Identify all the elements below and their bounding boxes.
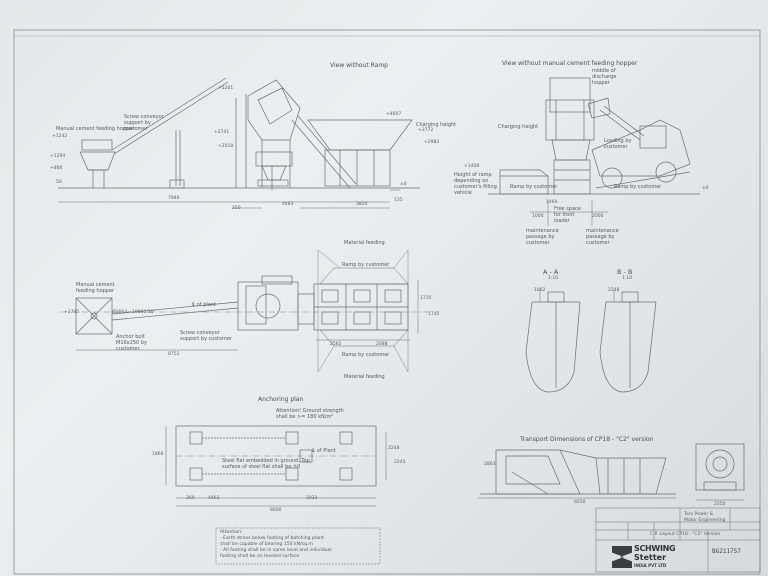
dim-4483: 4483: [282, 202, 294, 207]
dim-zero-2: ±0: [702, 186, 709, 191]
dim-2248-b: 2248: [608, 288, 620, 293]
attention-note: Attention: - Earth stress below footing …: [220, 530, 376, 560]
label-screw-conveyor: Screw conveyor support by customer: [124, 114, 164, 132]
dim-1460: 1460: [546, 200, 558, 205]
label-material-feeding-bottom: Material feeding: [344, 374, 385, 380]
company-subtitle: INDIA PVT LTD: [634, 563, 667, 568]
dim-2741: +2741: [214, 130, 230, 135]
dim-8752: 8752: [168, 352, 180, 357]
label-charging-height-2: Charging height: [498, 124, 539, 130]
dim-135: 135: [394, 198, 403, 203]
dim-4607: +4607: [386, 112, 402, 117]
attention-title: Attention:: [220, 530, 243, 535]
attention-line-2: shall be capable of bearing 150 kN/sq.m: [220, 542, 313, 547]
anchoring-plan: [165, 425, 387, 507]
label-manual-hopper: Manual cement feeding hopper: [56, 126, 135, 132]
title-block: [595, 507, 761, 573]
label-material-feeding-top: Material feeding: [344, 240, 385, 246]
label-plant-axis-2: ℄ of Plant: [312, 448, 336, 454]
attention-line-3: - All footing shall be in same level and…: [220, 548, 332, 553]
dim-zero: ±0: [400, 182, 407, 187]
dim-3033: 3033: [306, 496, 318, 501]
dim-260: 260: [186, 496, 195, 501]
dim-8600: 8600: [270, 508, 282, 513]
label-plant-axis: ℄ of plant: [192, 302, 216, 308]
sheet-border: [13, 29, 761, 575]
label-anchor-bolt: Anchor bolt M16x250 by customer: [116, 334, 147, 352]
dim-2983: +2983: [424, 140, 440, 145]
side-view-without-hopper: [488, 77, 700, 226]
dim-1745: 1745: [428, 312, 440, 317]
dim-2000: 2000: [592, 214, 604, 219]
dim-2245: 2245: [394, 460, 406, 465]
dim-1862: 1862: [534, 288, 546, 293]
section-b-scale: 1:10: [622, 276, 633, 281]
plan-view: [60, 249, 430, 373]
attention-line-4: footing shall be on leveled surface: [220, 554, 300, 559]
dim-4463: 4463: [208, 496, 220, 501]
dim-1408: +1408: [464, 164, 480, 169]
side-view-without-ramp: [58, 77, 420, 209]
label-manual-hopper-plan: Manual cement feeding hopper: [76, 282, 115, 294]
dim-806: +806: [50, 166, 63, 171]
label-ramp-by-customer: Ramp by customer: [614, 184, 662, 190]
dim-1745b: +1745: [64, 310, 80, 315]
dim-250: 250: [232, 206, 241, 211]
dim-2550: 2550: [714, 502, 726, 507]
dim-1735: 1735: [420, 296, 432, 301]
section-a-scale: 1:10: [548, 276, 559, 281]
schwing-logo-icon: [612, 546, 632, 568]
section-a-title: A - A: [543, 268, 559, 276]
drawing-number: BG211757: [712, 548, 741, 555]
label-height-ramp: Height of ramp depending on customer's f…: [454, 172, 497, 196]
dim-2565: 2565: [330, 342, 342, 347]
view-title-without-ramp: View without Ramp: [330, 62, 388, 69]
company-name-line-2: Stetter: [634, 553, 667, 562]
dim-5261: +5261: [218, 86, 234, 91]
dim-2088: 2088: [376, 342, 388, 347]
company-name-line-1: SCHWING: [634, 544, 676, 553]
company-logo: SCHWING Stetter INDIA PVT LTD: [610, 542, 690, 572]
label-steel-plate: Steel flat embedded in ground. Top surfa…: [222, 458, 310, 470]
dim-1294: +1294: [50, 154, 66, 159]
client-line-2: Motor Engineering: [684, 518, 726, 523]
dim-3820: 3820: [356, 202, 368, 207]
attention-box: [215, 527, 381, 565]
view-title-transport: Transport Dimensions of CP18 - "C2" vers…: [520, 436, 654, 443]
label-ramp-by-customer-2: Ramp by customer: [510, 184, 558, 190]
label-screw-support-plan: Screw conveyor support by customer: [180, 330, 233, 342]
dim-166: Ø166/L=10000/30°: [112, 310, 156, 315]
dim-2248: 2248: [388, 446, 400, 451]
label-loading-by-customer: Loading by customer: [604, 138, 632, 150]
view-title-without-hopper: View without manual cement feeding hoppe…: [502, 60, 638, 67]
client-line-1: Torx Power &: [684, 512, 714, 517]
dim-1860: 1860: [152, 452, 164, 457]
label-charging-height: Charging height: [416, 122, 457, 128]
view-title-anchoring: Anchoring plan: [258, 396, 304, 403]
label-maint-passage-1: maintenance passage by customer: [526, 228, 559, 246]
label-ramp-top: Ramp by customer: [342, 262, 390, 268]
section-views: [525, 290, 657, 393]
label-maint-passage-2: maintenance passage by customer: [586, 228, 619, 246]
dim-3772: +3772: [418, 128, 434, 133]
attention-line-1: - Earth stress below footing of batching…: [220, 536, 324, 541]
label-ramp-bottom: Ramp by customer: [342, 352, 390, 358]
section-b-title: B - B: [617, 268, 633, 276]
label-attention-top: Attention! Ground strength shall be >= 1…: [276, 408, 344, 420]
dim-7946: 7946: [168, 196, 180, 201]
dim-50: 50: [56, 180, 62, 185]
dim-1242: +1242: [52, 134, 68, 139]
dim-2018: +2018: [218, 144, 234, 149]
transport-view: [478, 443, 745, 501]
label-free-space: Free space for front loader: [554, 206, 581, 224]
dim-1000: 1000: [532, 214, 544, 219]
dim-9250: 9250: [574, 500, 586, 505]
label-middle-discharge: middle of discharge hopper: [592, 68, 617, 86]
dim-2863: 2863: [484, 462, 496, 467]
drawing-title: C.P. Layout CP18 - "C2" Version: [650, 532, 721, 537]
